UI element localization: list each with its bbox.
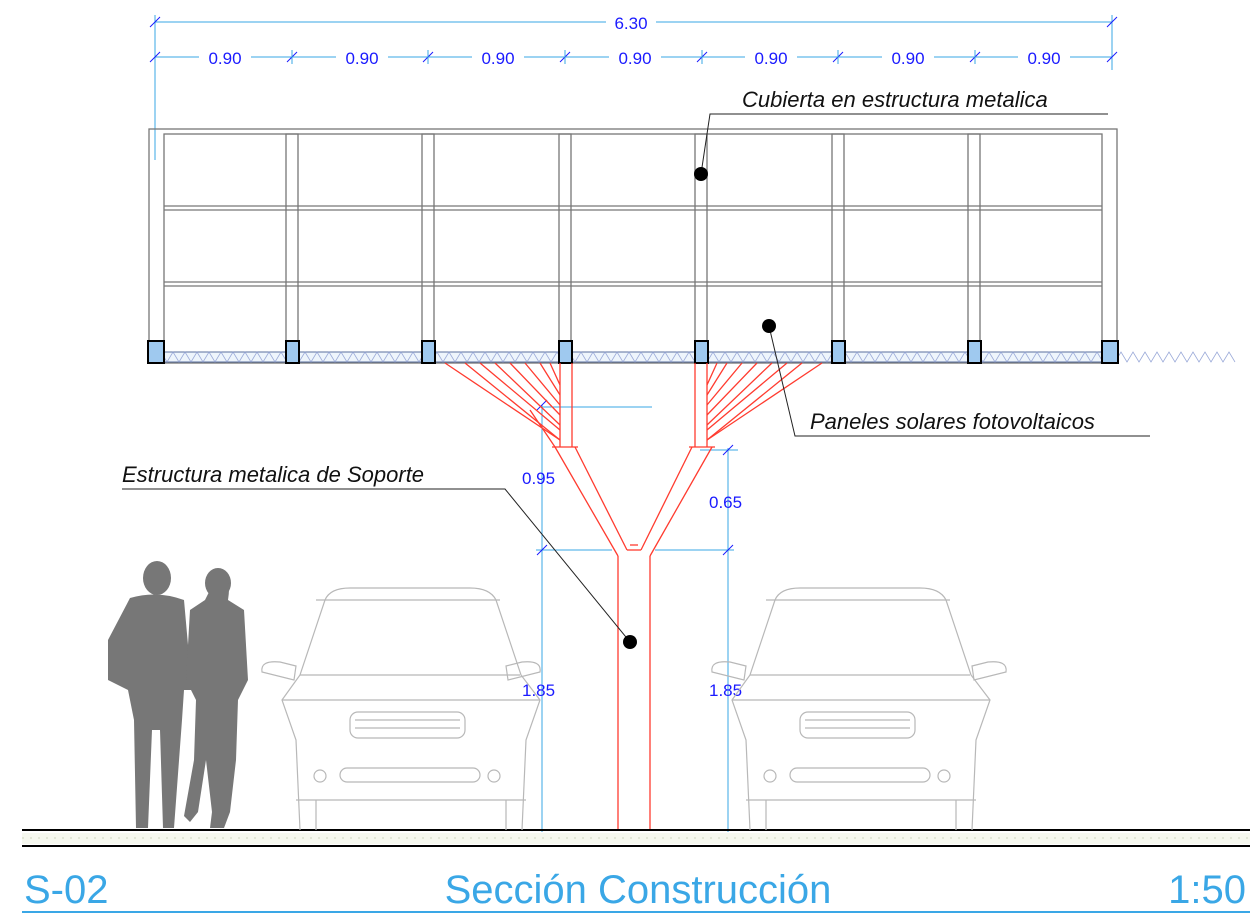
leader-lines — [122, 113, 1150, 643]
solar-panel-strip — [148, 351, 1236, 363]
module-dimension: 0.90 — [481, 49, 514, 68]
lower-left-dimension: 1.85 — [522, 681, 555, 700]
title-block: S-02 Sección Construcción 1:50 — [22, 868, 1250, 913]
module-dimension: 0.90 — [754, 49, 787, 68]
leader-dots — [623, 167, 776, 649]
upper-left-dimension: 0.95 — [522, 469, 555, 488]
upper-right-dimension: 0.65 — [709, 493, 742, 512]
drawing-code: S-02 — [24, 868, 109, 912]
module-dimension: 0.90 — [345, 49, 378, 68]
people-silhouette — [108, 561, 248, 828]
overall-dimension: 6.30 — [614, 14, 647, 33]
support-structure — [444, 362, 823, 830]
ground — [22, 829, 1250, 847]
module-dimension: 0.90 — [208, 49, 241, 68]
car-right — [711, 587, 1007, 831]
drawing-title: Sección Construcción — [445, 868, 832, 912]
lower-right-dimension: 1.85 — [709, 681, 742, 700]
support-label: Estructura metalica de Soporte — [122, 462, 424, 487]
module-dimension: 0.90 — [1027, 49, 1060, 68]
dimension-texts: 6.30 0.90 0.90 0.90 0.90 0.90 0.90 0.90 … — [199, 12, 1070, 700]
car-left — [261, 587, 541, 831]
drawing-scale: 1:50 — [1168, 868, 1246, 912]
purlin-blocks — [147, 340, 1119, 364]
roof-label: Cubierta en estructura metalica — [742, 87, 1048, 112]
module-dimension: 0.90 — [618, 49, 651, 68]
panels-label: Paneles solares fotovoltaicos — [810, 409, 1095, 434]
module-dimension: 0.90 — [891, 49, 924, 68]
roof-frame — [148, 128, 1118, 364]
